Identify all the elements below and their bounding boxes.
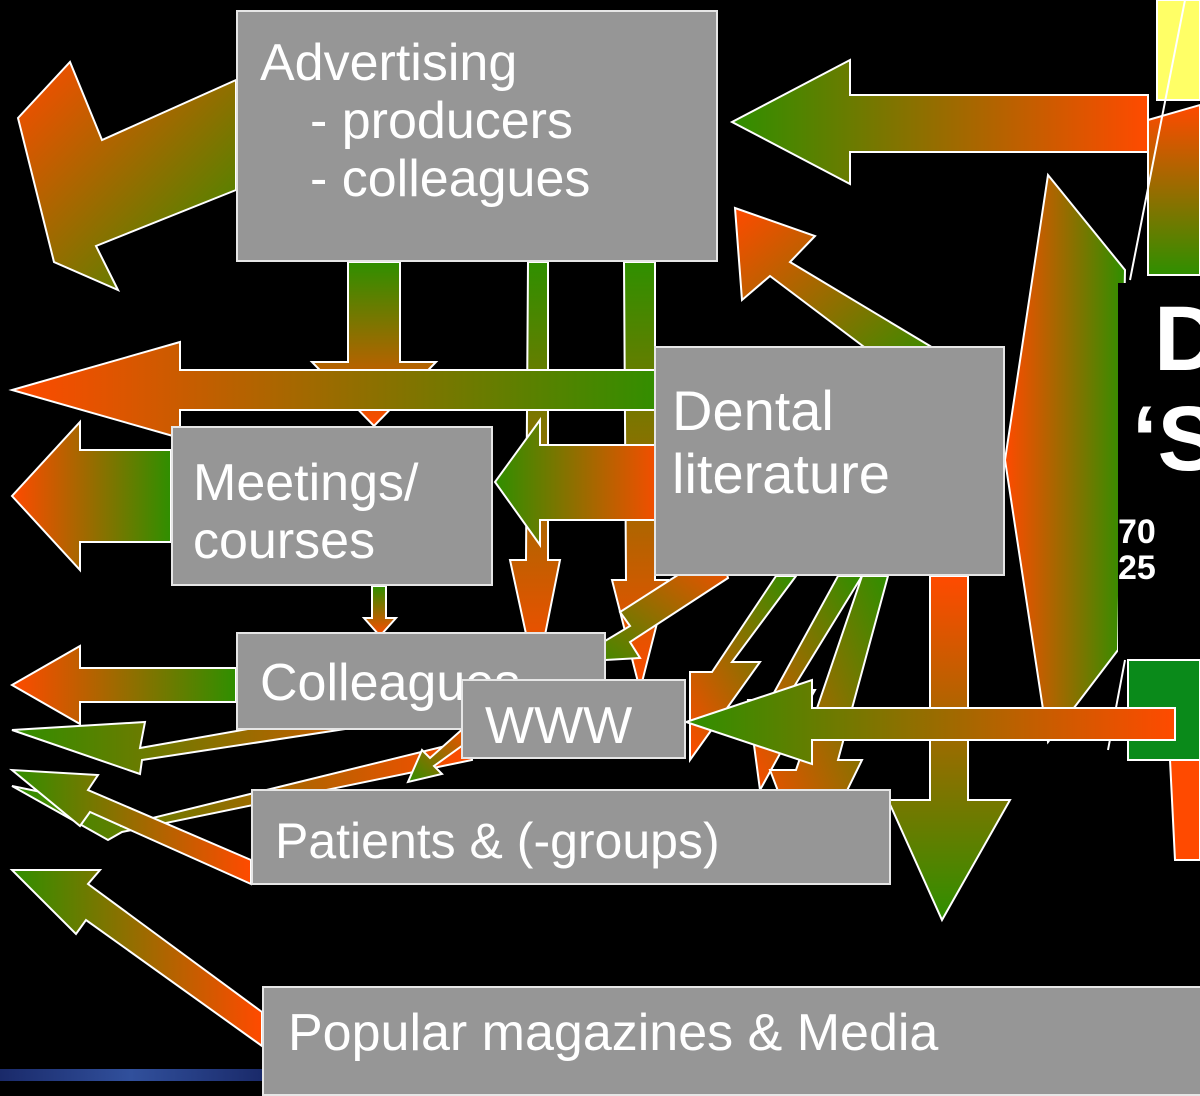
arrow-source-to-www — [682, 678, 1176, 766]
arrow-source-to-advertising — [729, 58, 1149, 186]
arrow-popular-to-left — [9, 869, 263, 1048]
www-box: WWW — [461, 679, 686, 759]
cropped-small-2: 25 — [1118, 549, 1156, 587]
arrow-meetings-to-left — [10, 419, 172, 573]
cropped-title-panel: D ‘S 70 25 — [1118, 283, 1200, 655]
arrow-source-to-dental — [1003, 172, 1127, 745]
arrow-dental-to-meetings — [493, 416, 667, 549]
cropped-big-2: ‘S — [1132, 388, 1200, 490]
patients-label: Patients & (-groups) — [275, 813, 720, 869]
dental-line-2: literature — [672, 441, 890, 505]
arrow-colleagues-to-left — [9, 644, 237, 726]
dental-literature-box: Dental literature — [654, 346, 1005, 576]
arrow-patients-to-left-2 — [8, 768, 252, 886]
dental-line-1: Dental — [672, 379, 834, 442]
meetings-line-1: Meetings/ — [193, 454, 419, 512]
advertising-title: Advertising — [260, 34, 518, 92]
device-line — [1129, 0, 1186, 281]
advertising-item-colleagues: - colleagues — [310, 150, 591, 209]
popular-media-box: Popular magazines & Media — [262, 986, 1200, 1096]
arrow-meetings-to-colleagues — [361, 585, 399, 638]
patients-box: Patients & (-groups) — [251, 789, 891, 885]
cropped-big-1: D — [1154, 288, 1200, 390]
cropped-small-1: 70 — [1118, 513, 1156, 551]
advertising-item-producers: - producers — [310, 92, 573, 151]
colleagues-box: Colleagues — [236, 632, 606, 730]
www-label: WWW — [485, 697, 633, 755]
meetings-courses-box: Meetings/ courses — [171, 426, 493, 586]
device-outline — [1147, 103, 1200, 276]
arrow-advertising-to-left — [16, 60, 237, 293]
popular-label: Popular magazines & Media — [288, 1004, 939, 1062]
device-outline-top — [1156, 0, 1200, 101]
device-bottom — [1168, 759, 1200, 861]
bottom-bar — [0, 1069, 262, 1081]
arrow-dental-to-left — [8, 340, 669, 440]
meetings-line-2: courses — [193, 512, 376, 571]
arrow-dental-to-popular — [886, 575, 1012, 923]
advertising-box: Advertising - producers - colleagues — [236, 10, 718, 262]
